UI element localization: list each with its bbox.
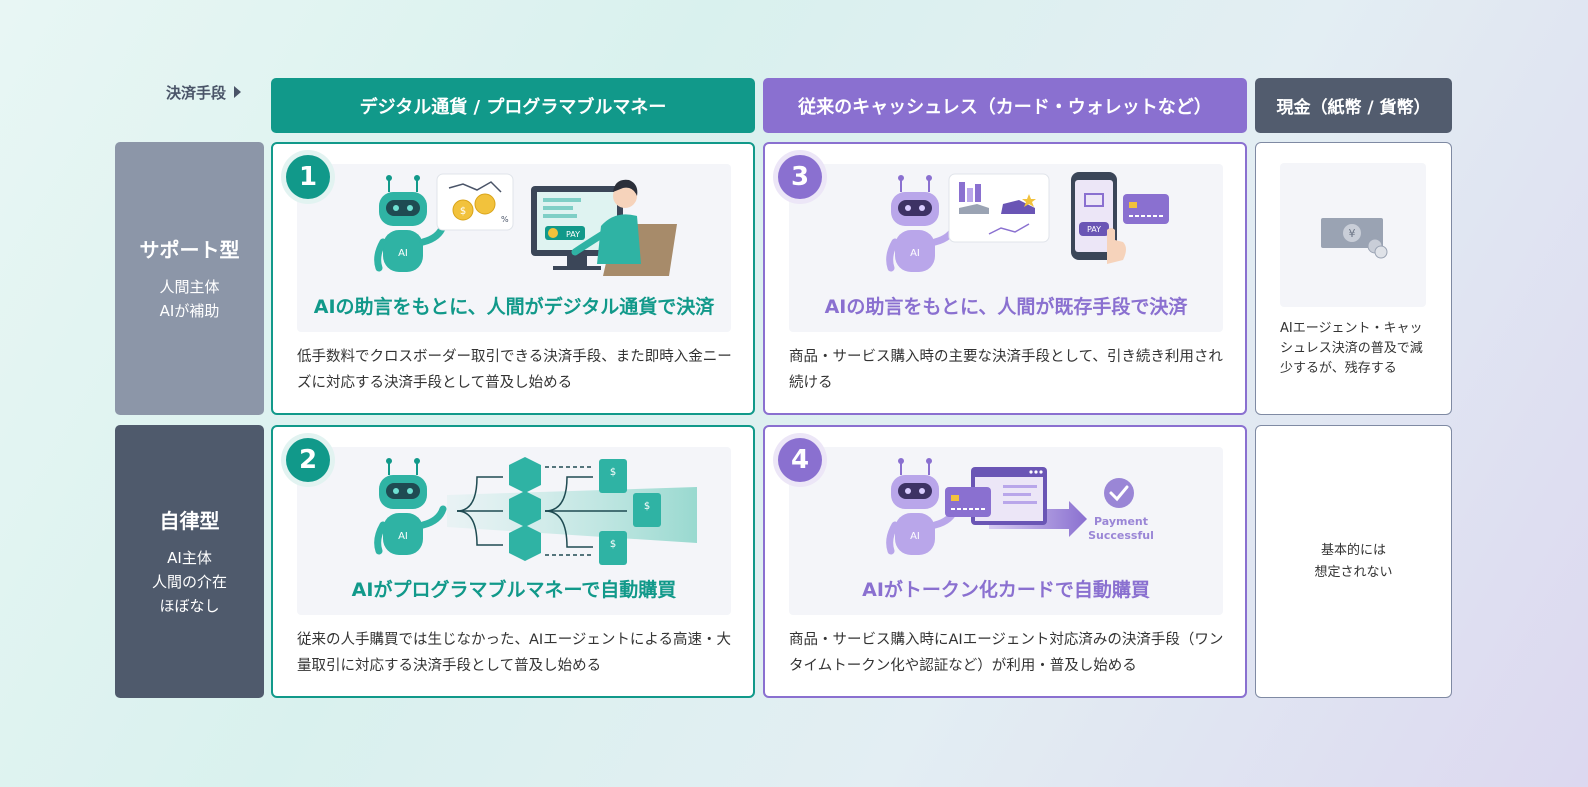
cell-3-desc: 商品・サービス購入時の主要な決済手段として、引き続き利用され続ける [789,349,1223,391]
pay-label: PAY [1087,225,1101,234]
cell-support-cash: ¥ AIエージェント・キャッシュレス決済の普及で減少するが、残存する [1255,142,1452,415]
check-icon [1104,478,1134,508]
row-header-support-line2: AIが補助 [159,302,220,320]
number-badge-4-label: 4 [778,438,822,482]
person-icon [571,179,677,276]
number-badge-3: 3 [773,150,827,204]
illustration-1: AI $ % PAY [297,164,731,332]
cell-support-cashless: AI PAY [763,142,1247,415]
number-badge-2-label: 2 [286,438,330,482]
row-header-support-line1: 人間主体 [159,278,220,296]
row-header-autonomous-title: 自律型 [159,509,220,533]
phone-pay-icon: PAY [1071,172,1126,264]
column-header-digital-label: デジタル通貨 / プログラマブルマネー [359,96,667,118]
payment-line2: Successful [1088,529,1154,542]
illustration-2: AI $ $ $ [297,447,731,615]
credit-card-icon [1123,194,1169,224]
robot-label: AI [910,531,920,542]
axis-label-text: 決済手段 [166,83,227,102]
cash-autonomous-line1: 基本的には [1320,542,1386,558]
cell-2-title: AIがプログラマブルマネーで自動購買 [351,579,677,601]
svg-text:$: $ [610,539,616,550]
robot-icon: AI [886,175,959,272]
cell-1-desc: 低手数料でクロスボーダー取引できる決済手段、また即時入金ニーズに対応する決済手段… [297,349,732,391]
cell-4-title: AIがトークン化カードで自動購買 [862,579,1150,601]
svg-text:$: $ [610,467,616,478]
pay-label: PAY [566,230,580,239]
number-badge-2: 2 [281,433,335,487]
svg-text:%: % [501,215,509,224]
row-header-autonomous: 自律型 AI主体 人間の介在 ほぼなし [115,425,264,698]
payment-line1: Payment [1094,515,1148,528]
cash-support-desc: AIエージェント・キャッシュレス決済の普及で減少するが、残存する [1280,321,1423,376]
svg-text:$: $ [460,206,466,217]
axis-label: 決済手段 [166,82,266,102]
yen-symbol: ¥ [1349,227,1356,240]
cash-illustration: ¥ [1280,163,1426,307]
row-header-autonomous-line2: 人間の介在 [151,573,227,591]
svg-text:$: $ [644,501,650,512]
column-header-cash-label: 現金（紙幣 / 貨幣） [1276,98,1431,118]
number-badge-1-label: 1 [286,155,330,199]
cash-autonomous-text: 基本的には 想定されない [1256,426,1451,697]
triangle-right-icon [234,86,242,98]
cell-1-title: AIの助言をもとに、人間がデジタル通貨で決済 [313,296,715,318]
robot-label: AI [910,248,920,259]
cell-2-desc: 従来の人手購買では生じなかった、AIエージェントによる高速・大量取引に対応する決… [297,632,731,674]
illustration-4: AI Payment Succ [789,447,1223,615]
shopping-compare-icon [948,173,1050,243]
cell-4-desc: 商品・サービス購入時にAIエージェント対応済みの決済手段（ワンタイムトークン化や… [789,632,1224,674]
row-header-autonomous-line1: AI主体 [167,549,212,567]
cell-autonomous-cash: 基本的には 想定されない [1255,425,1452,698]
illustration-3: AI PAY [789,164,1223,332]
coin-chart-icon: $ % [436,173,514,231]
number-badge-3-label: 3 [778,155,822,199]
cell-autonomous-cashless: AI Payment Succ [763,425,1247,698]
invoice-icon: $ $ $ [599,459,661,565]
robot-label: AI [398,248,408,259]
robot-icon: AI [374,458,447,555]
credit-card-icon [945,487,991,517]
column-header-cash: 現金（紙幣 / 貨幣） [1255,78,1452,133]
cash-autonomous-line2: 想定されない [1314,564,1393,580]
banknote-icon: ¥ [1321,218,1388,259]
column-header-digital: デジタル通貨 / プログラマブルマネー [271,78,755,133]
cell-autonomous-digital: AI $ $ $ [271,425,755,698]
column-header-cashless-label: 従来のキャッシュレス（カード・ウォレットなど） [798,96,1212,118]
row-header-support-title: サポート型 [139,238,240,262]
robot-icon: AI [374,175,447,272]
number-badge-4: 4 [773,433,827,487]
row-header-autonomous-line3: ほぼなし [159,597,220,615]
cell-3-title: AIの助言をもとに、人間が既存手段で決済 [824,296,1188,318]
cell-support-digital: AI $ % PAY [271,142,755,415]
row-header-support: サポート型 人間主体 AIが補助 [115,142,264,415]
robot-label: AI [398,531,408,542]
column-header-cashless: 従来のキャッシュレス（カード・ウォレットなど） [763,78,1247,133]
number-badge-1: 1 [281,150,335,204]
